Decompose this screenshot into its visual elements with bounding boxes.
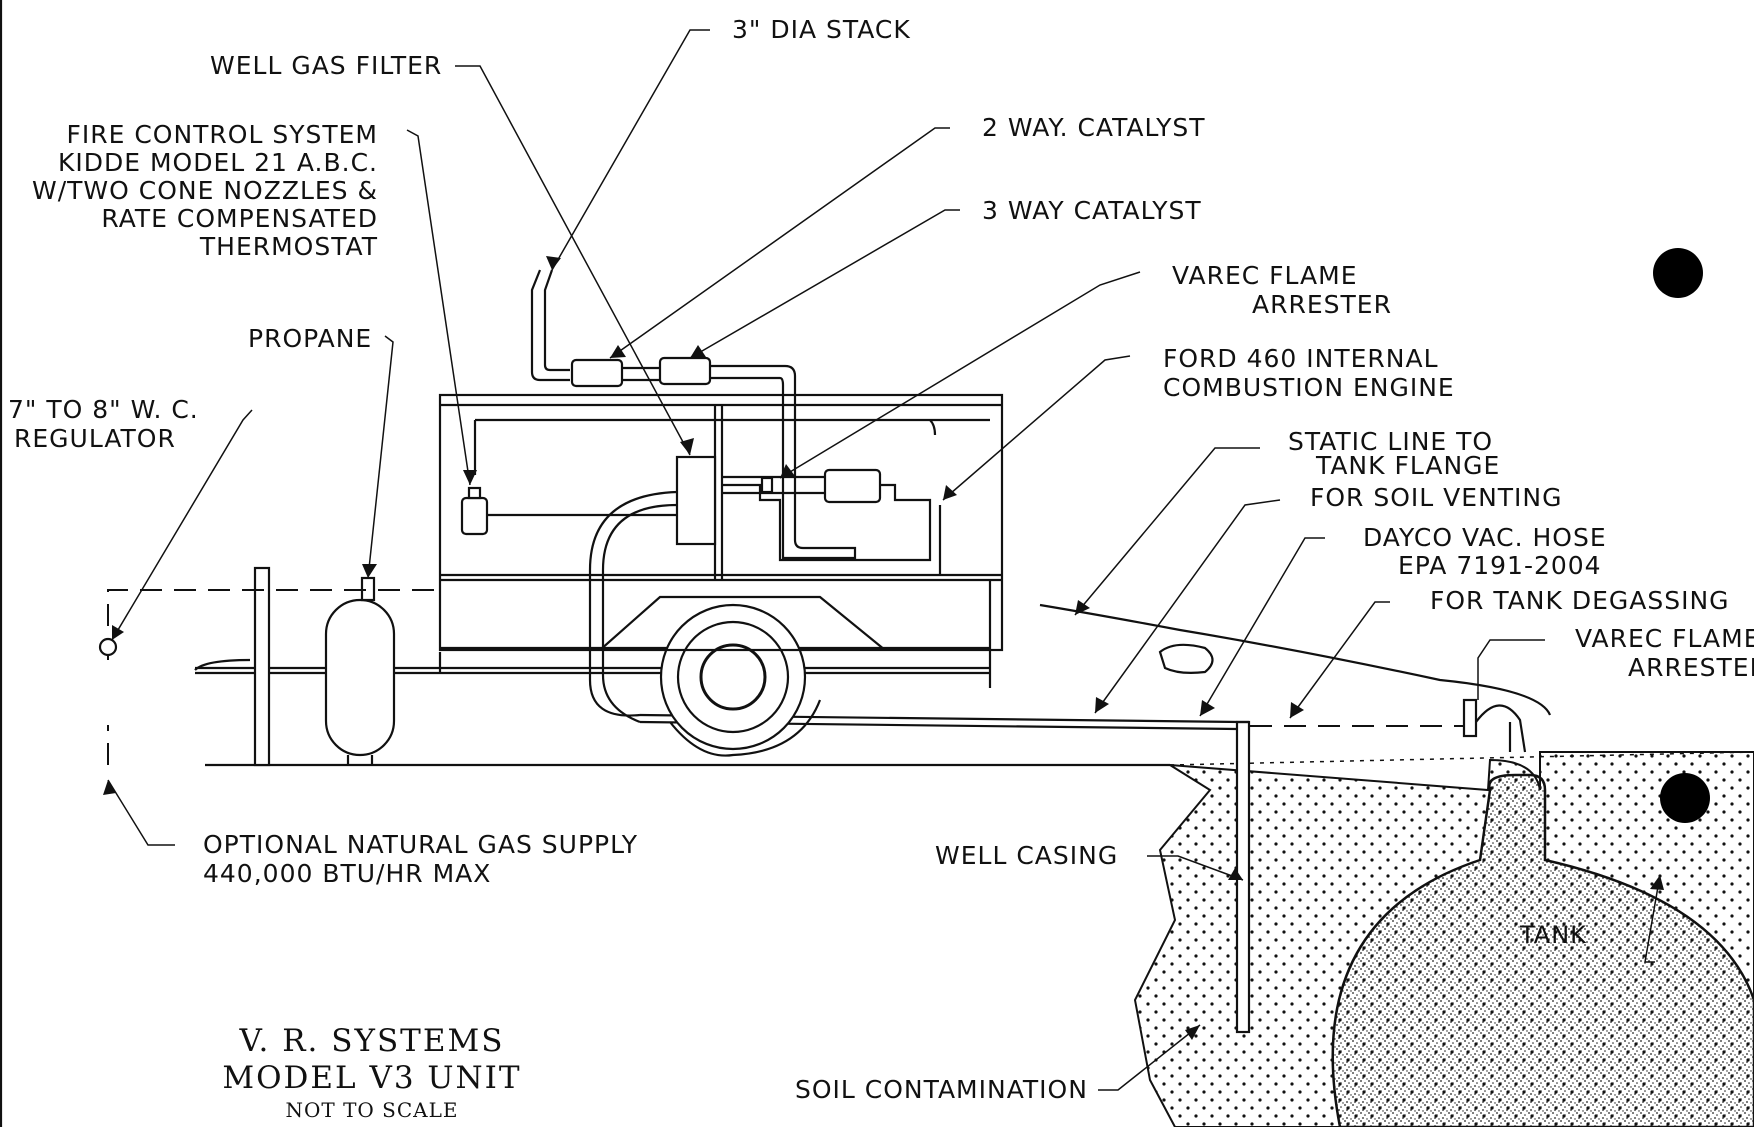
natural-gas-line xyxy=(98,589,440,765)
svg-text:TANK FLANGE: TANK FLANGE xyxy=(1315,451,1500,480)
svg-text:THERMOSTAT: THERMOSTAT xyxy=(199,232,378,261)
propane-tank xyxy=(324,576,396,765)
rock xyxy=(1158,643,1214,674)
regulator xyxy=(98,637,118,657)
svg-text:STATIC LINE TO: STATIC LINE TO xyxy=(1288,427,1493,456)
title-line-3: NOT TO SCALE xyxy=(285,1098,458,1122)
registration-dot-top xyxy=(1653,248,1703,298)
title-block: V. R. SYSTEMS MODEL V3 UNIT NOT TO SCALE xyxy=(222,1023,521,1122)
title-line-1: V. R. SYSTEMS xyxy=(239,1023,505,1059)
fire-control-bottle xyxy=(460,486,489,536)
svg-text:VAREC FLAME: VAREC FLAME xyxy=(1172,261,1358,290)
label-varec-flame-arrester-1: VAREC FLAME ARRESTER xyxy=(1172,261,1392,319)
exhaust-system xyxy=(530,269,857,560)
label-fire-control: FIRE CONTROL SYSTEM KIDDE MODEL 21 A.B.C… xyxy=(32,120,378,261)
svg-text:ARRESTER: ARRESTER xyxy=(1252,290,1392,319)
label-soil-contamination: SOIL CONTAMINATION xyxy=(795,1075,1088,1104)
engine xyxy=(722,468,932,562)
svg-text:FIRE CONTROL SYSTEM: FIRE CONTROL SYSTEM xyxy=(66,120,378,149)
enclosure xyxy=(438,393,1004,652)
well-gas-filter xyxy=(675,455,717,546)
three-way-catalyst xyxy=(658,356,712,386)
svg-text:COMBUSTION ENGINE: COMBUSTION ENGINE xyxy=(1163,373,1455,402)
label-regulator: 7" TO 8" W. C. REGULATOR xyxy=(8,395,199,453)
svg-text:VAREC FLAME: VAREC FLAME xyxy=(1575,624,1754,653)
svg-text:KIDDE MODEL 21 A.B.C.: KIDDE MODEL 21 A.B.C. xyxy=(58,148,378,177)
svg-text:OPTIONAL NATURAL GAS SUPPLY: OPTIONAL NATURAL GAS SUPPLY xyxy=(203,830,638,859)
label-static-line: STATIC LINE TO TANK FLANGE xyxy=(1288,427,1500,480)
svg-text:7" TO 8" W. C.: 7" TO 8" W. C. xyxy=(8,395,199,424)
tank xyxy=(1331,773,1754,1127)
label-stack: 3" DIA STACK xyxy=(732,15,911,44)
label-varec-flame-arrester-2: VAREC FLAME ARRESTER xyxy=(1575,624,1754,682)
svg-text:RATE COMPENSATED: RATE COMPENSATED xyxy=(101,204,378,233)
label-soil-venting: FOR SOIL VENTING xyxy=(1310,483,1563,512)
leader-lines xyxy=(107,29,1661,1091)
label-two-way-catalyst: 2 WAY. CATALYST xyxy=(982,113,1206,142)
title-line-2: MODEL V3 UNIT xyxy=(222,1060,521,1096)
svg-text:DAYCO VAC. HOSE: DAYCO VAC. HOSE xyxy=(1363,523,1607,552)
label-well-casing: WELL CASING xyxy=(935,841,1118,870)
ground-line-right xyxy=(1169,751,1754,766)
two-way-catalyst xyxy=(570,358,624,388)
arrowheads xyxy=(103,256,1664,1040)
svg-text:ARRESTER: ARRESTER xyxy=(1628,653,1754,682)
label-tank: TANK xyxy=(1519,921,1587,949)
label-natural-gas: OPTIONAL NATURAL GAS SUPPLY 440,000 BTU/… xyxy=(203,830,638,888)
vacuum-hose-loop xyxy=(588,490,678,724)
svg-text:REGULATOR: REGULATOR xyxy=(14,424,176,453)
svg-text:W/TWO CONE NOZZLES &: W/TWO CONE NOZZLES & xyxy=(32,176,378,205)
label-ford-engine: FORD 460 INTERNAL COMBUSTION ENGINE xyxy=(1163,344,1455,402)
label-dayco-hose: DAYCO VAC. HOSE EPA 7191-2004 xyxy=(1363,523,1607,580)
varec-flame-arrester-2 xyxy=(1462,698,1478,738)
registration-dot-bottom xyxy=(1660,773,1710,823)
label-tank-degassing: FOR TANK DEGASSING xyxy=(1430,586,1730,615)
svg-text:FORD 460 INTERNAL: FORD 460 INTERNAL xyxy=(1163,344,1439,373)
trailer xyxy=(194,566,992,767)
label-three-way-catalyst: 3 WAY CATALYST xyxy=(982,196,1202,225)
svg-text:EPA 7191-2004: EPA 7191-2004 xyxy=(1398,551,1602,580)
label-propane: PROPANE xyxy=(248,324,372,353)
svg-text:440,000 BTU/HR MAX: 440,000 BTU/HR MAX xyxy=(203,859,491,888)
label-well-gas-filter: WELL GAS FILTER xyxy=(210,51,442,80)
